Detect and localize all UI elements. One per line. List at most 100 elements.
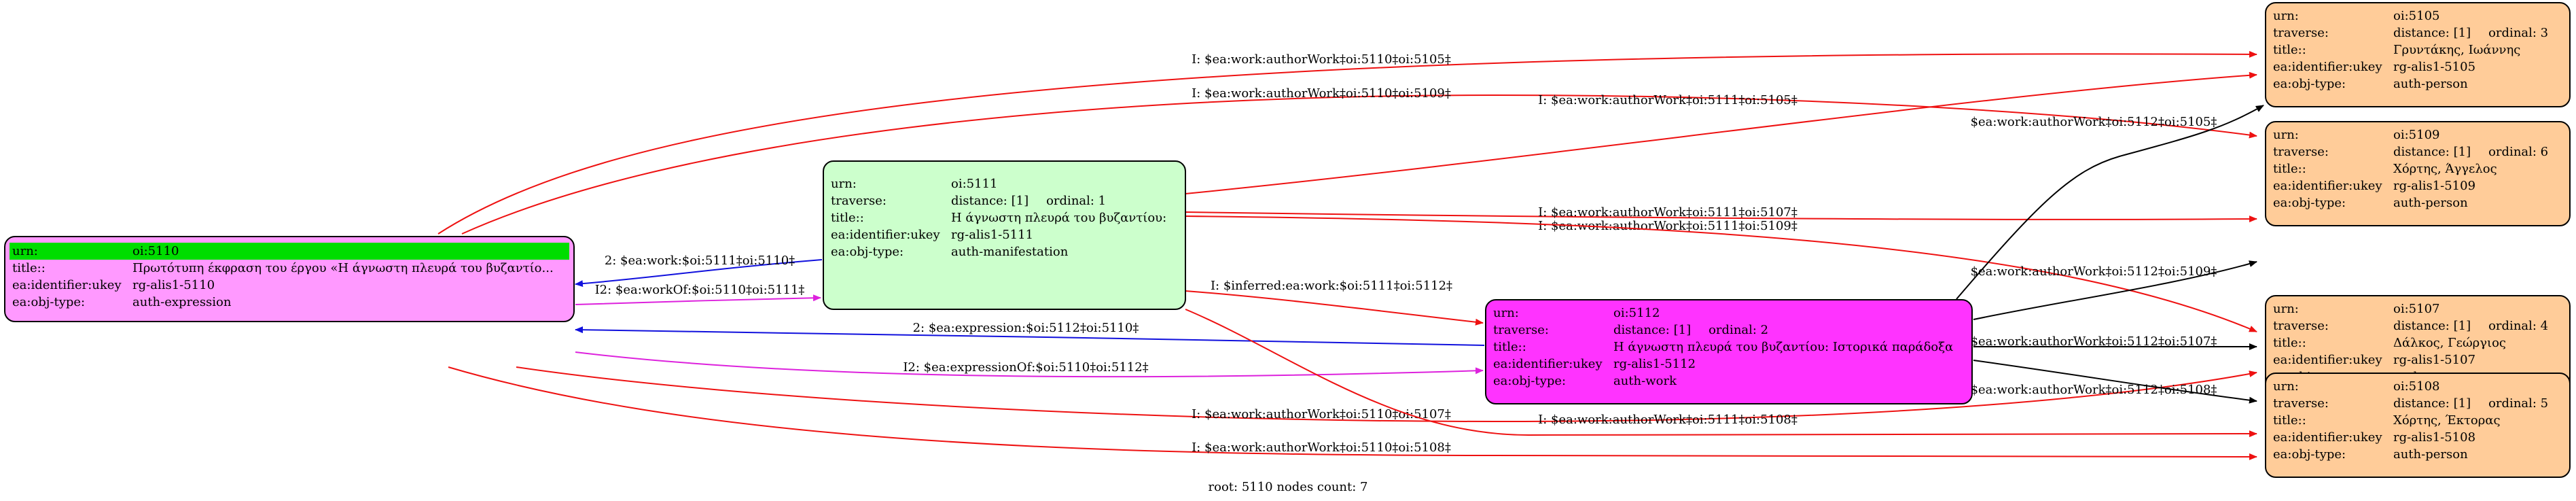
ukey-value: rg-alis1-5105 xyxy=(2393,60,2476,74)
ordinal-value: ordinal: 1 xyxy=(1046,194,1107,208)
traverse-key: traverse: xyxy=(2273,26,2329,40)
distance-value: distance: [1] xyxy=(2393,396,2471,411)
ukey-value: rg-alis1-5109 xyxy=(2393,179,2476,193)
edge-5112-5109 xyxy=(1973,260,2257,320)
title-row: title:: Δάλκος, Γεώργιος xyxy=(2273,334,2562,351)
urn-value: oi:5105 xyxy=(2393,9,2440,23)
ordinal-value: ordinal: 2 xyxy=(1709,323,1769,337)
title-row: title:: Γρυντάκης, Ιωάννης xyxy=(2273,41,2562,58)
type-row: ea:obj-type: auth-work xyxy=(1493,373,1965,390)
edge-label-5111-5110: 2: $ea:work:$oi:5111‡oi:5110‡ xyxy=(605,254,795,268)
urn-key: urn: xyxy=(831,177,857,191)
type-row: ea:obj-type: auth-person xyxy=(2273,446,2562,463)
edge-5112-5110 xyxy=(575,326,1485,346)
urn-value: oi:5109 xyxy=(2393,128,2440,142)
node-5109[interactable]: urn: oi:5109 traverse: distance: [1]ordi… xyxy=(2265,121,2571,226)
urn-row: urn: oi:5110 xyxy=(10,243,569,260)
node-5105[interactable]: urn: oi:5105 traverse: distance: [1]ordi… xyxy=(2265,2,2571,107)
type-row: ea:obj-type: auth-manifestation xyxy=(831,243,1178,260)
ukey-row: ea:identifier:ukey rg-alis1-5112 xyxy=(1493,356,1965,373)
type-row: ea:obj-type: auth-expression xyxy=(12,294,567,311)
node-5108[interactable]: urn: oi:5108 traverse: distance: [1]ordi… xyxy=(2265,373,2571,478)
urn-row: urn: oi:5112 xyxy=(1493,305,1965,322)
type-key: ea:obj-type: xyxy=(2273,77,2346,91)
edge-label-5110-5108: I: $ea:work:authorWork‡oi:5110‡oi:5108‡ xyxy=(1192,440,1451,455)
ukey-row: ea:identifier:ukey rg-alis1-5110 xyxy=(12,277,567,294)
title-value: Χόρτης, Άγγελος xyxy=(2393,162,2497,176)
distance-value: distance: [1] xyxy=(2393,145,2471,159)
urn-key: urn: xyxy=(2273,128,2299,142)
title-row: title:: Η άγνωστη πλευρά του βυζαντίου: xyxy=(831,209,1178,226)
type-key: ea:obj-type: xyxy=(2273,447,2346,462)
type-value: auth-work xyxy=(1613,374,1677,388)
urn-value: oi:5111 xyxy=(951,177,998,191)
urn-key: urn: xyxy=(12,244,38,258)
edge-label-5111-5109: I: $ea:work:authorWork‡oi:5111‡oi:5109‡ xyxy=(1538,219,1797,233)
edge-5112-5108 xyxy=(1973,360,2257,404)
traverse-key: traverse: xyxy=(2273,319,2329,333)
ukey-value: rg-alis1-5112 xyxy=(1613,357,1696,371)
type-key: ea:obj-type: xyxy=(831,245,904,259)
title-value: Η άγνωστη πλευρά του βυζαντίου: xyxy=(951,211,1167,225)
type-row: ea:obj-type: auth-person xyxy=(2273,194,2562,211)
edge-label-5110-5107: I: $ea:work:authorWork‡oi:5110‡oi:5107‡ xyxy=(1192,407,1451,421)
title-key: title:: xyxy=(2273,413,2306,428)
distance-value: distance: [1] xyxy=(951,194,1029,208)
edge-5111-5110 xyxy=(575,259,823,288)
edge-label-5111-5107: I: $ea:work:authorWork‡oi:5111‡oi:5107‡ xyxy=(1538,205,1797,220)
type-value: auth-expression xyxy=(132,295,232,309)
ukey-key: ea:identifier:ukey xyxy=(2273,430,2382,445)
title-value: Δάλκος, Γεώργιος xyxy=(2393,336,2506,350)
title-row: title:: Πρωτότυπη έκφραση του έργου «Η ά… xyxy=(12,260,567,277)
edge-5110-5105 xyxy=(437,50,2257,235)
title-key: title:: xyxy=(2273,162,2306,176)
ordinal-value: ordinal: 4 xyxy=(2488,319,2549,333)
edge-5110-5107 xyxy=(516,366,2257,423)
urn-value: oi:5107 xyxy=(2393,302,2440,316)
title-value: Πρωτότυπη έκφραση του έργου «Η άγνωστη π… xyxy=(132,261,554,275)
edge-label-5111-5108: I: $ea:work:authorWork‡oi:5111‡oi:5108‡ xyxy=(1538,413,1797,427)
traverse-row: traverse: distance: [1]ordinal: 6 xyxy=(2273,143,2562,160)
ukey-key: ea:identifier:ukey xyxy=(2273,179,2382,193)
ordinal-value: ordinal: 3 xyxy=(2488,26,2549,40)
urn-value: oi:5112 xyxy=(1613,306,1660,320)
edge-5111-5105 xyxy=(1185,71,2257,194)
type-value: auth-person xyxy=(2393,196,2468,210)
title-value: Γρυντάκης, Ιωάννης xyxy=(2393,43,2521,57)
edge-label-5110-5105: I: $ea:work:authorWork‡oi:5110‡oi:5105‡ xyxy=(1192,52,1451,67)
ukey-value: rg-alis1-5111 xyxy=(951,228,1034,242)
edge-5110-5112 xyxy=(575,351,1484,378)
type-row: ea:obj-type: auth-person xyxy=(2273,75,2562,92)
urn-row: urn: oi:5108 xyxy=(2273,378,2562,395)
node-5111[interactable]: urn: oi:5111 traverse: distance: [1]ordi… xyxy=(823,160,1186,310)
traverse-row: traverse: distance: [1]ordinal: 3 xyxy=(2273,24,2562,41)
type-key: ea:obj-type: xyxy=(2273,196,2346,210)
ukey-row: ea:identifier:ukey rg-alis1-5111 xyxy=(831,226,1178,243)
traverse-row: traverse: distance: [1] ordinal: 4 xyxy=(2273,317,2562,334)
edge-label-5111-5112: I: $inferred:ea:work:$oi:5111‡oi:5112‡ xyxy=(1211,279,1452,293)
edge-5111-5112 xyxy=(1185,290,1484,326)
type-value: auth-person xyxy=(2393,77,2468,91)
traverse-row: traverse: distance: [1]ordinal: 2 xyxy=(1493,322,1965,339)
graph-footer: root: 5110 nodes count: 7 xyxy=(1208,480,1368,494)
title-row: title:: Χόρτης, Άγγελος xyxy=(2273,160,2562,177)
title-row: title:: Χόρτης, Έκτορας xyxy=(2273,412,2562,429)
node-5112[interactable]: urn: oi:5112 traverse: distance: [1]ordi… xyxy=(1485,299,1973,404)
distance-value: distance: [1] xyxy=(2393,319,2471,333)
urn-key: urn: xyxy=(1493,306,1519,320)
edge-label-5111-5105: I: $ea:work:authorWork‡oi:5111‡oi:5105‡ xyxy=(1538,93,1797,107)
urn-row: urn: oi:5111 xyxy=(831,175,1178,192)
edge-5111-5108 xyxy=(1185,309,2257,438)
edge-label-5110-5111: I2: $ea:workOf:$oi:5110‡oi:5111‡ xyxy=(595,283,805,297)
type-value: auth-person xyxy=(2393,447,2468,462)
ukey-key: ea:identifier:ukey xyxy=(831,228,940,242)
type-key: ea:obj-type: xyxy=(1493,374,1567,388)
node-5110[interactable]: urn: oi:5110 title:: Πρωτότυπη έκφραση τ… xyxy=(4,236,575,322)
edge-5112-5105 xyxy=(1956,105,2264,300)
edge-label-5110-5112: I2: $ea:expressionOf:$oi:5110‡oi:5112‡ xyxy=(903,360,1148,375)
title-key: title:: xyxy=(2273,43,2306,57)
edge-label-5112-5110: 2: $ea:expression:$oi:5112‡oi:5110‡ xyxy=(913,321,1139,335)
ukey-key: ea:identifier:ukey xyxy=(2273,353,2382,367)
edge-label-5112-5109: $ea:work:authorWork‡oi:5112‡oi:5109‡ xyxy=(1971,264,2217,279)
